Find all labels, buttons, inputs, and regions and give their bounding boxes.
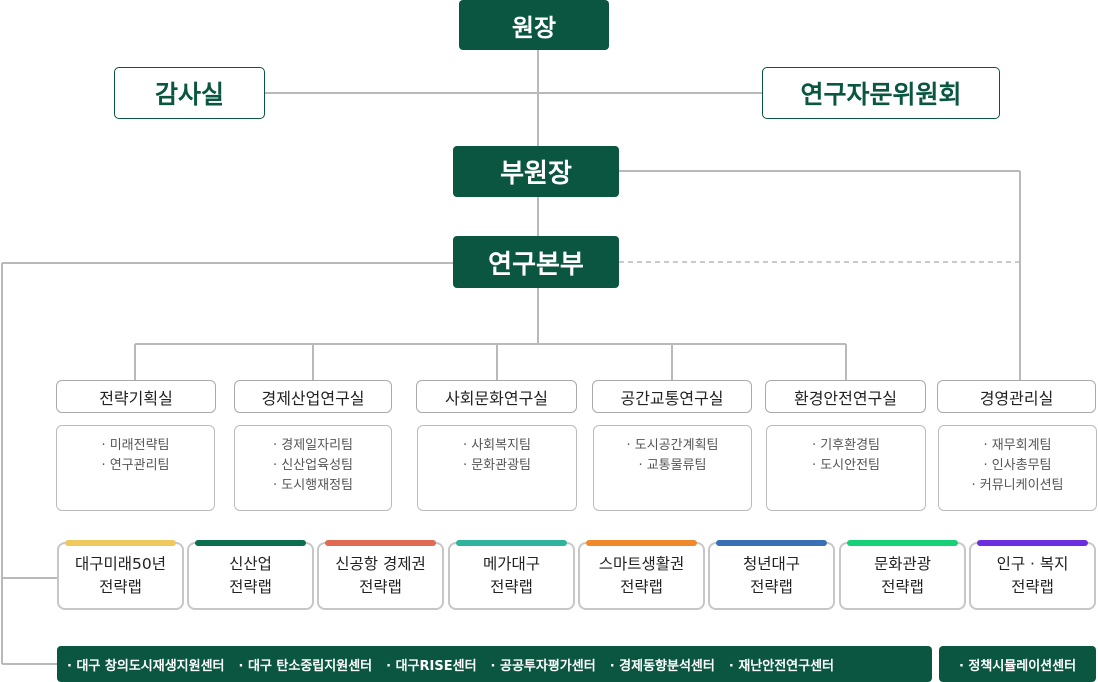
department-name: 전략기획실 (99, 388, 173, 408)
lab-suffix: 전략랩 (750, 578, 793, 596)
team-item: 문화관광팀 (418, 456, 576, 476)
department-box: 환경안전연구실 (765, 380, 926, 413)
center-item: 경제동향분석센터 (610, 655, 715, 674)
center-item: 대구 탄소중립지원센터 (239, 655, 372, 674)
team-item: 재무회계팀 (939, 436, 1096, 456)
team-list-box: 사회복지팀 문화관광팀 (417, 425, 577, 511)
lab-name: 인구 · 복지 (996, 555, 1069, 573)
vice-director-box: 부원장 (453, 146, 619, 197)
strategy-lab-box: 스마트생활권 전략랩 (578, 540, 705, 610)
team-list: 경제일자리팀 신산업육성팀 도시행재정팀 (235, 426, 391, 496)
lab-suffix: 전략랩 (1011, 578, 1054, 596)
team-list-box: 재무회계팀 인사총무팀 커뮤니케이션팀 (938, 425, 1097, 511)
lab-name: 문화관광 (873, 555, 932, 573)
lab-color-bar (586, 540, 697, 546)
strategy-lab-box: 신산업 전략랩 (187, 540, 314, 610)
center-item: 재난안전연구센터 (729, 655, 834, 674)
research-hq-box: 연구본부 (453, 236, 619, 288)
lab-name: 메가대구 (482, 555, 541, 573)
department-box: 전략기획실 (56, 380, 216, 413)
lab-name: 신산업 (229, 555, 272, 573)
team-list-box: 미래전략팀 연구관리팀 (56, 425, 215, 511)
center-item: 대구 창의도시재생지원센터 (67, 655, 224, 674)
team-list-box: 경제일자리팀 신산업육성팀 도시행재정팀 (234, 425, 392, 511)
lab-color-bar (456, 540, 567, 546)
support-centers-bar: 대구 창의도시재생지원센터 대구 탄소중립지원센터 대구RISE센터 공공투자평… (57, 646, 932, 682)
lab-color-bar (195, 540, 306, 546)
lab-suffix: 전략랩 (229, 578, 272, 596)
team-list: 미래전략팀 연구관리팀 (57, 426, 214, 476)
team-list-box: 도시공간계획팀 교통물류팀 (593, 425, 752, 511)
lab-name: 청년대구 (742, 555, 801, 573)
advisory-committee-box: 연구자문위원회 (762, 67, 1000, 119)
strategy-lab-box: 신공항 경제권 전략랩 (317, 540, 444, 610)
lab-suffix: 전략랩 (99, 578, 142, 596)
department-box: 경제산업연구실 (234, 380, 392, 413)
lab-suffix: 전략랩 (881, 578, 924, 596)
lab-suffix: 전략랩 (620, 578, 663, 596)
audit-office-box: 감사실 (114, 67, 265, 119)
team-item: 신산업육성팀 (235, 456, 391, 476)
lab-suffix: 전략랩 (490, 578, 533, 596)
team-item: 도시공간계획팀 (594, 436, 751, 456)
lab-name: 대구미래50년 (74, 555, 167, 573)
team-list: 재무회계팀 인사총무팀 커뮤니케이션팀 (939, 426, 1096, 496)
team-item: 기후환경팀 (767, 436, 925, 456)
department-name: 경영관리실 (979, 388, 1054, 408)
vice-director-label: 부원장 (500, 159, 572, 189)
team-item: 인사총무팀 (939, 456, 1096, 476)
research-hq-label: 연구본부 (488, 249, 584, 280)
center-item: 공공투자평가센터 (491, 655, 596, 674)
department-box: 경영관리실 (937, 380, 1096, 413)
team-list: 기후환경팀 도시안전팀 (767, 426, 925, 476)
department-name: 공간교통연구실 (620, 388, 724, 408)
lab-suffix: 전략랩 (359, 578, 402, 596)
strategy-lab-box: 청년대구 전략랩 (708, 540, 835, 610)
center-item: 대구RISE센터 (386, 655, 477, 674)
department-box: 공간교통연구실 (592, 380, 752, 413)
policy-simulation-center-box: 정책시뮬레이션센터 (939, 646, 1096, 682)
department-box: 사회문화연구실 (416, 380, 577, 413)
team-item: 경제일자리팀 (235, 436, 391, 456)
lab-color-bar (716, 540, 827, 546)
lab-name: 스마트생활권 (598, 555, 685, 573)
lab-color-bar (977, 540, 1088, 546)
policy-simulation-center-label: 정책시뮬레이션센터 (959, 655, 1076, 674)
team-item: 도시안전팀 (767, 456, 925, 476)
strategy-lab-box: 대구미래50년 전략랩 (57, 540, 184, 610)
director-box: 원장 (459, 0, 609, 50)
director-label: 원장 (511, 13, 557, 42)
lab-color-bar (325, 540, 436, 546)
strategy-lab-box: 인구 · 복지 전략랩 (969, 540, 1096, 610)
audit-office-label: 감사실 (154, 80, 224, 109)
strategy-lab-box: 문화관광 전략랩 (839, 540, 966, 610)
advisory-committee-label: 연구자문위원회 (800, 80, 962, 109)
team-item: 미래전략팀 (57, 436, 214, 456)
team-item: 교통물류팀 (594, 456, 751, 476)
team-list-box: 기후환경팀 도시안전팀 (766, 425, 926, 511)
team-list: 사회복지팀 문화관광팀 (418, 426, 576, 476)
team-item: 연구관리팀 (57, 456, 214, 476)
team-item: 사회복지팀 (418, 436, 576, 456)
lab-color-bar (847, 540, 958, 546)
department-name: 경제산업연구실 (261, 388, 365, 408)
strategy-lab-box: 메가대구 전략랩 (448, 540, 575, 610)
team-item: 도시행재정팀 (235, 476, 391, 496)
team-list: 도시공간계획팀 교통물류팀 (594, 426, 751, 476)
department-name: 환경안전연구실 (793, 388, 898, 408)
team-item: 커뮤니케이션팀 (939, 476, 1096, 496)
lab-color-bar (65, 540, 176, 546)
lab-name: 신공항 경제권 (335, 555, 426, 573)
department-name: 사회문화연구실 (444, 388, 549, 408)
